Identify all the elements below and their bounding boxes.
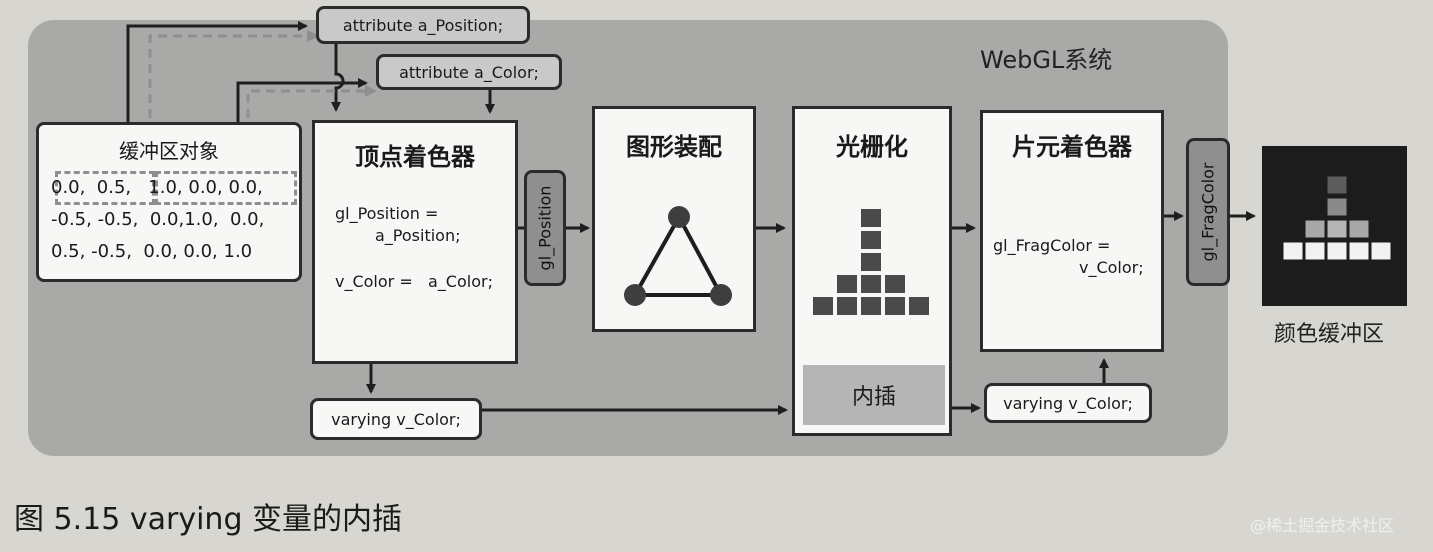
varying-vcolor-left: varying v_Color; [310,398,482,440]
buffer-highlight-rgb [155,171,297,205]
arrow-buffer-to-position [126,21,308,124]
fragment-shader-title: 片元着色器 [1012,133,1132,161]
gl-position-pill: gl_Position [524,170,566,286]
vertex-shader-title: 顶点着色器 [355,143,475,171]
primitive-assembly-title: 图形装配 [626,133,722,161]
buffer-object-box: 缓冲区对象 0.0, 0.5, 1.0, 0.0, 0.0, -0.5, -0.… [36,122,302,282]
gl-position-label: gl_Position [535,185,555,271]
color-buffer-panel [1262,146,1407,306]
webgl-system-label: WebGL系统 [980,46,1113,74]
dashed-color-flow [246,85,377,178]
buffer-highlight-xy [55,171,155,205]
vs-code-color: v_Color = a_Color; [335,272,493,291]
buffer-row: -0.5, -0.5, 0.0,1.0, 0.0, [51,209,265,230]
attribute-position-pill: attribute a_Position; [316,6,530,44]
interpolation-label: 内插 [851,385,896,410]
buffer-row: 0.5, -0.5, 0.0, 0.0, 1.0 [51,241,253,262]
varying-left-label: varying v_Color; [331,409,461,429]
attribute-position-label: attribute a_Position; [342,15,504,35]
triangle-icon [624,206,732,306]
vertex-shader-box: 顶点着色器 gl_Position = a_Position; v_Color … [312,120,518,364]
figure-caption: 图 5.15 varying 变量的内插 [14,502,403,537]
buffer-object-title: 缓冲区对象 [119,139,219,163]
rasterized-pixels-icon [813,209,929,315]
arrow-position-to-vertex-shader [331,44,345,112]
interpolation-box: 内插 [803,365,945,425]
attribute-color-pill: attribute a_Color; [376,54,562,90]
color-buffer-label: 颜色缓冲区 [1274,322,1385,347]
rasterization-title: 光栅化 [836,133,908,161]
varying-vcolor-right: varying v_Color; [984,383,1152,423]
gl-fragcolor-pill: gl_FragColor [1186,138,1230,286]
watermark: @稀土掘金技术社区 [1250,516,1395,535]
attribute-color-label: attribute a_Color; [399,62,539,82]
vs-code-position-line2: a_Position; [375,226,461,245]
arrow-buffer-to-color [236,78,368,124]
fragment-shader-box: 片元着色器 gl_FragColor = v_Color; [980,110,1164,352]
varying-right-label: varying v_Color; [1003,393,1133,413]
vs-code-position-line1: gl_Position = [335,204,439,223]
fs-code-line2: v_Color; [1079,258,1144,277]
color-buffer-pixels [1282,176,1392,261]
primitive-assembly-box: 图形装配 [592,106,756,332]
rasterization-box: 光栅化 内插 [792,106,952,436]
fs-code-line1: gl_FragColor = [993,236,1111,255]
gl-fragcolor-label: gl_FragColor [1198,162,1218,262]
buffer-row: 0.0, 0.5, 1.0, 0.0, 0.0, [51,177,263,198]
